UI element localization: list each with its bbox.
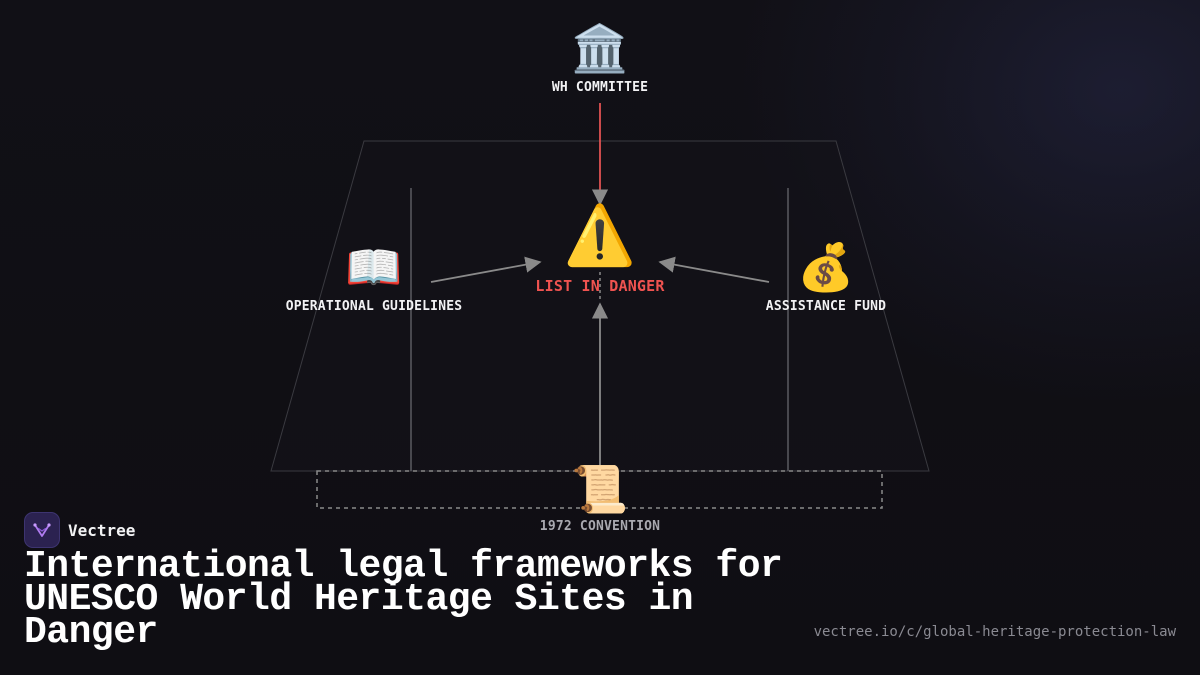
vectree-logo-icon [24,512,60,548]
classical-building-icon: 🏛️ [571,21,629,75]
brand-name: Vectree [68,520,136,540]
source-url: vectree.io/c/global-heritage-protection-… [813,624,1176,640]
node-1972-convention: 📜 1972 CONVENTION [540,461,660,534]
brand: Vectree [24,512,135,548]
edge-fund-to-danger [658,256,770,283]
scroll-icon: 📜 [571,462,629,516]
node-label: LIST IN DANGER [535,277,665,295]
node-label: 1972 CONVENTION [539,519,661,534]
node-assistance-fund: 💰 ASSISTANCE FUND [766,239,886,314]
node-wh-committee: 🏛️ WH COMMITTEE [552,20,648,95]
money-bag-icon: 💰 [797,240,855,294]
open-book-icon: 📖 [345,240,403,294]
page-title: International legal frameworks for UNESC… [24,545,783,654]
node-operational-guidelines: 📖 OPERATIONAL GUIDELINES [286,239,463,314]
node-label: WH COMMITTEE [551,80,649,95]
node-label: OPERATIONAL GUIDELINES [285,299,463,314]
edge-guidelines-to-danger [430,256,542,283]
node-list-in-danger: ⚠️ LIST IN DANGER [535,200,664,295]
warning-icon: ⚠️ [563,201,637,269]
node-label: ASSISTANCE FUND [765,299,887,314]
